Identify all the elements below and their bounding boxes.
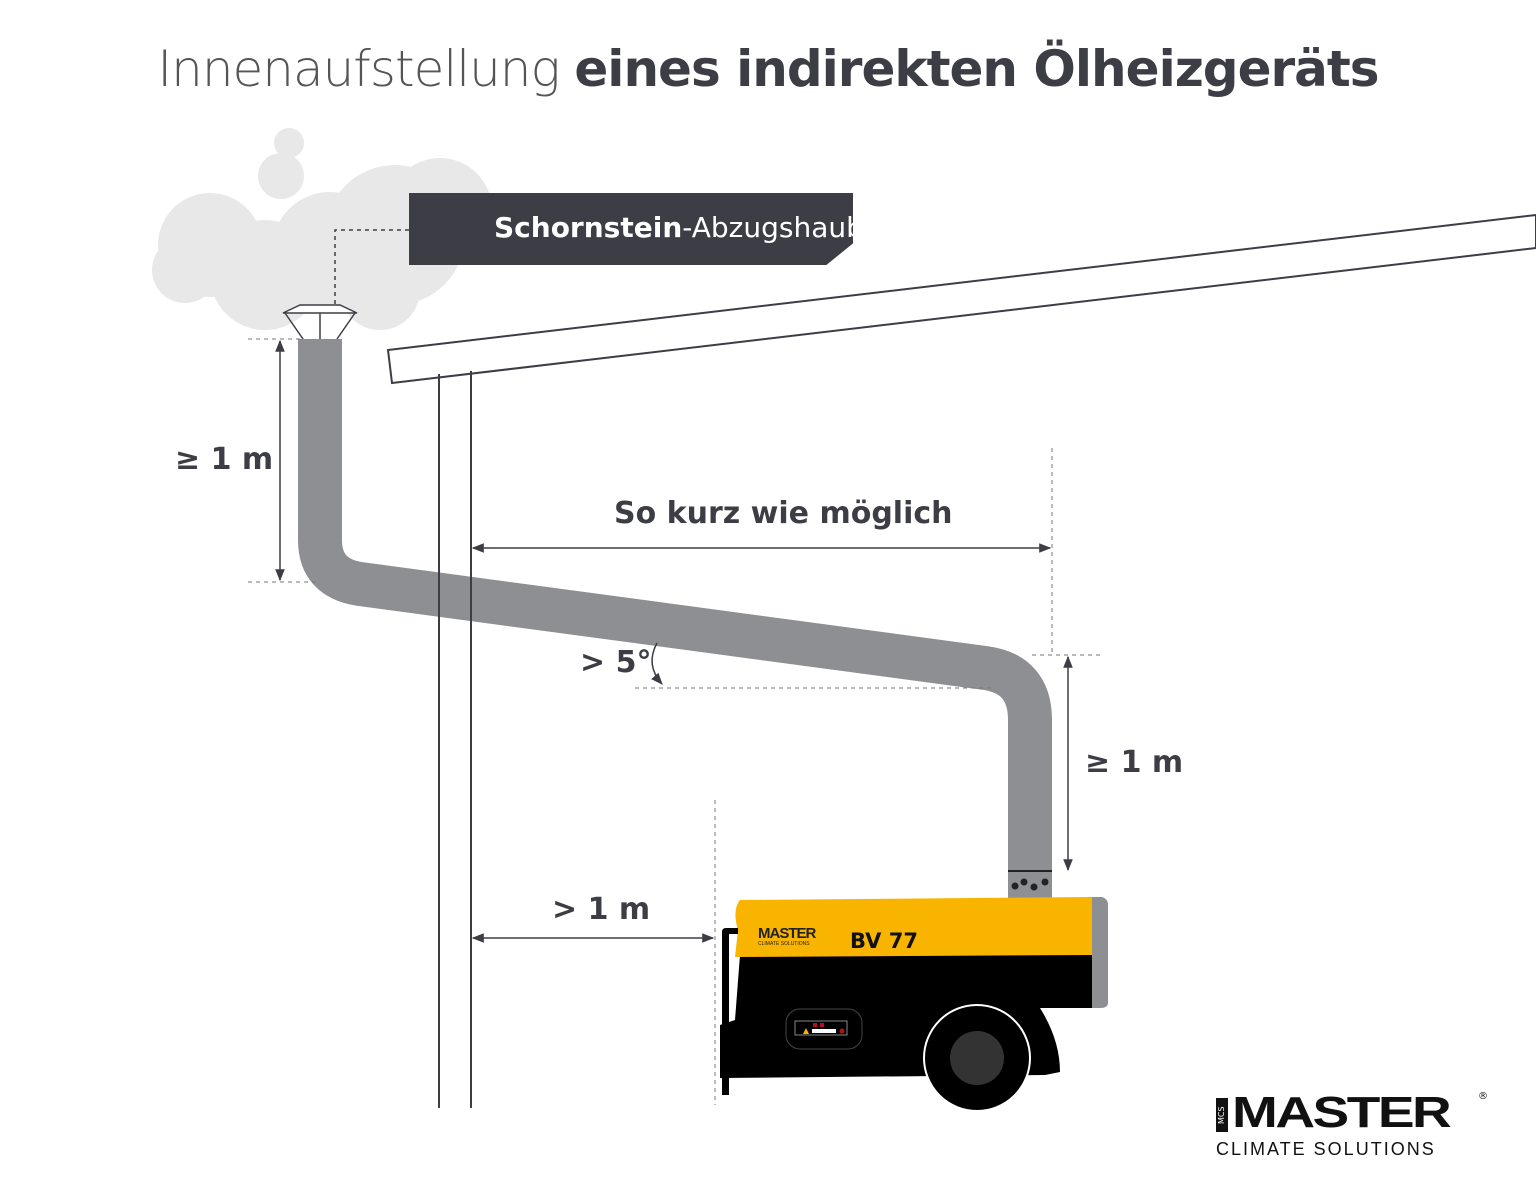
heater-brand: MASTER [758,925,816,942]
slope-label: > 5° [580,645,652,680]
heater-model: BV 77 [850,929,918,953]
smoke-clouds [152,128,492,330]
heater-brand-sub: CLIMATE SOLUTIONS [758,941,810,947]
logo-sub: CLIMATE SOLUTIONS [1216,1139,1436,1159]
master-logo: MCS MASTER ® CLIMATE SOLUTIONS [1216,1088,1516,1160]
roof [386,213,1536,385]
page-title: Innenaufstellung eines indirekten Ölheiz… [0,40,1536,98]
logo-registered: ® [1478,1091,1488,1102]
chimney-hood-text: Schornstein-Abzugshaube [494,211,882,244]
chimney-cap [282,304,358,340]
slope-angle-arc [651,642,663,685]
heater-rise-label: ≥ 1 m [1085,745,1184,780]
chimney-height-label: ≥ 1 m [175,442,274,477]
chimney-hood-label: Schornstein-Abzugshaube [409,193,853,265]
heater-bv77 [720,897,1108,1112]
chimney-hood-text-bold: Schornstein [494,211,683,244]
logo-mcs: MCS [1216,1098,1228,1132]
chimney-hood-text-rest: -Abzugshaube [682,211,882,244]
title-bold: eines indirekten Ölheizgeräts [574,40,1379,98]
title-light: Innenaufstellung [157,40,575,98]
flue-pipe [298,339,1052,880]
logo-main: MASTER [1232,1088,1452,1137]
wall-distance-label: > 1 m [552,892,651,927]
wall [438,371,472,1108]
pipe-length-label: So kurz wie möglich [614,496,953,531]
